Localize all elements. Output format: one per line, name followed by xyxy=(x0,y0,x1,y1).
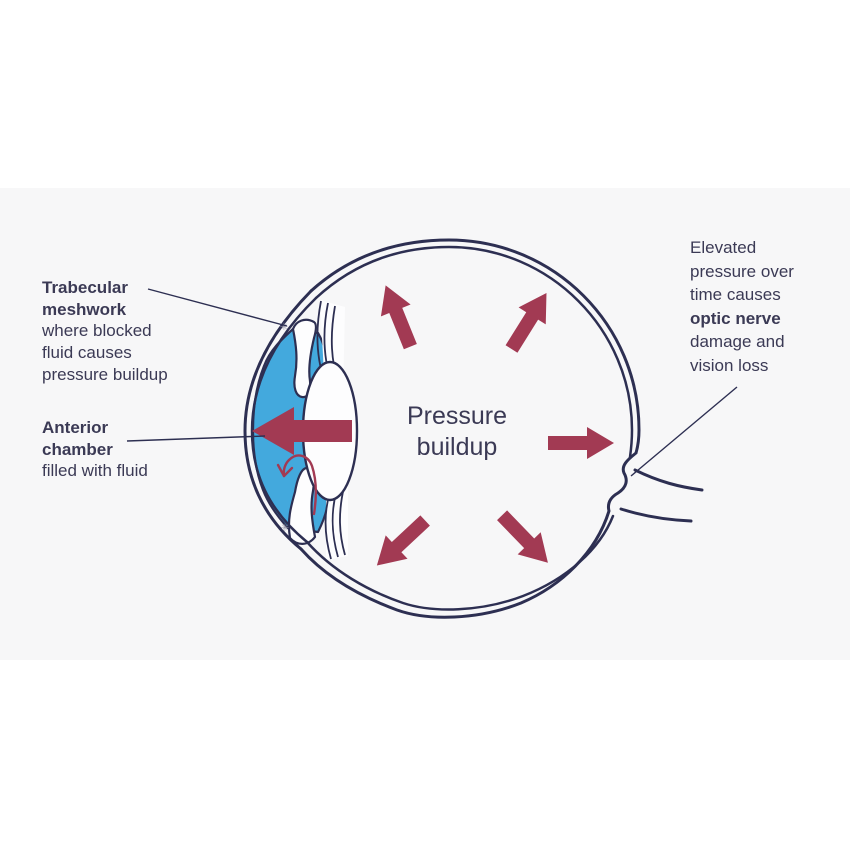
pressure-arrow-right xyxy=(548,427,614,459)
label-line: chamber xyxy=(42,439,113,459)
label-line: Elevated xyxy=(690,238,757,257)
sclera-outer xyxy=(299,238,641,619)
sclera-inner-lower xyxy=(305,514,615,611)
label-line: Pressure xyxy=(406,402,508,430)
cornea-outer xyxy=(243,289,313,551)
label-line: pressure over xyxy=(690,261,794,281)
label-trabecular-meshwork: Trabecular meshwork where blocked fluid … xyxy=(42,277,168,386)
label-line: vision loss xyxy=(690,355,769,375)
leader-line-optic-nerve xyxy=(630,386,738,477)
label-optic-nerve-damage: Elevated pressure over time causes optic… xyxy=(690,236,794,378)
ciliary-band-bottom xyxy=(324,485,348,560)
label-line: meshwork xyxy=(42,299,127,319)
trabecular-mark-bottom: ✳ xyxy=(281,523,289,534)
fluid-flow-arrow xyxy=(276,454,317,516)
iris-top xyxy=(291,318,317,399)
pressure-arrow-up-right xyxy=(497,284,561,358)
label-line: pressure buildup xyxy=(42,364,168,384)
label-line: fluid causes xyxy=(42,343,132,363)
sclera-inner xyxy=(314,245,634,459)
label-line: where blocked xyxy=(42,321,152,341)
label-line: time causes xyxy=(690,285,781,305)
label-pressure-buildup: Pressure buildup xyxy=(382,401,532,463)
optic-nerve xyxy=(619,468,704,523)
label-line: buildup xyxy=(416,433,498,461)
pressure-arrow-down-right xyxy=(490,504,560,574)
leader-line-anterior xyxy=(126,435,266,442)
label-line: Anterior xyxy=(42,418,109,437)
label-anterior-chamber: Anterior chamber filled with fluid xyxy=(42,417,148,482)
pressure-arrow-up-left xyxy=(370,279,426,353)
label-line: filled with fluid xyxy=(42,461,148,481)
pressure-arrow-down-left xyxy=(365,508,437,578)
trabecular-mark-top: ✳ xyxy=(280,322,288,333)
label-line: Trabecular xyxy=(42,278,128,297)
cornea-inner xyxy=(250,296,318,544)
label-line: damage and xyxy=(690,332,785,352)
label-line: optic nerve xyxy=(690,308,781,328)
diagram-panel xyxy=(0,188,850,660)
leader-line-trabecular xyxy=(147,288,288,327)
